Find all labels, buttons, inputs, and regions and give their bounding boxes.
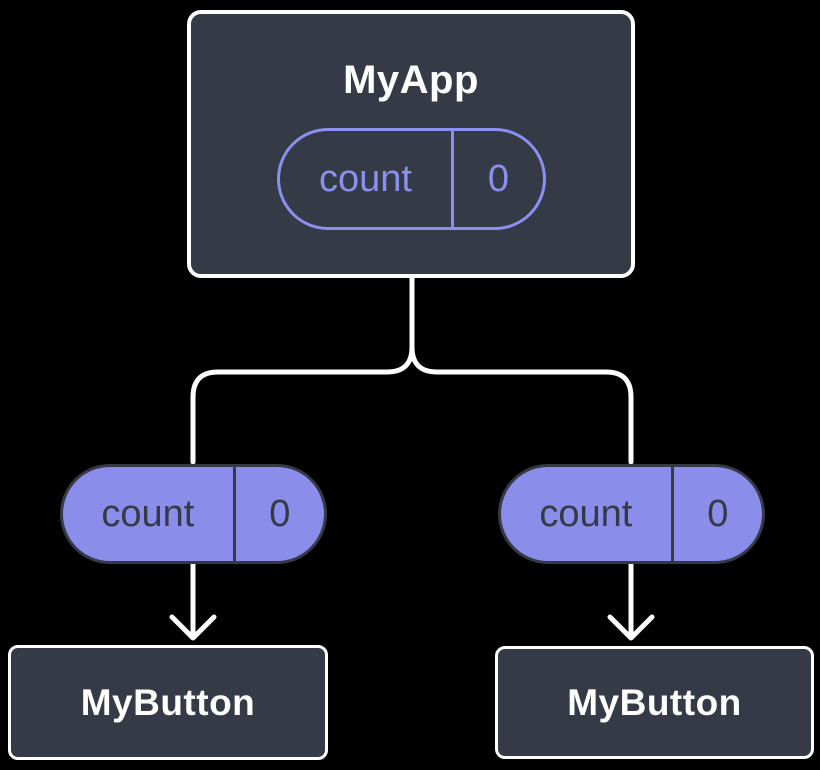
arrow-down-right-icon xyxy=(607,560,655,641)
state-value: 0 xyxy=(487,157,510,200)
myapp-title: MyApp xyxy=(343,58,479,102)
prop-value: 0 xyxy=(707,492,729,535)
mybutton-title: MyButton xyxy=(567,681,742,723)
arrow-down-left-icon xyxy=(169,560,217,641)
mybutton-title: MyButton xyxy=(80,681,256,723)
prop-name-label: count xyxy=(63,467,236,561)
state-name-label: count xyxy=(280,131,454,227)
prop-name-label: count xyxy=(501,467,674,561)
myapp-state-pill: count 0 xyxy=(277,128,546,230)
fork-connector-left xyxy=(190,274,415,465)
node-myapp: MyApp xyxy=(187,10,635,278)
prop-pill-left: count 0 xyxy=(60,464,327,564)
node-mybutton-left: MyButton xyxy=(8,645,328,760)
prop-value: 0 xyxy=(269,492,291,535)
node-mybutton-right: MyButton xyxy=(495,646,814,759)
fork-connector-right xyxy=(409,274,634,465)
prop-pill-right: count 0 xyxy=(498,464,765,564)
